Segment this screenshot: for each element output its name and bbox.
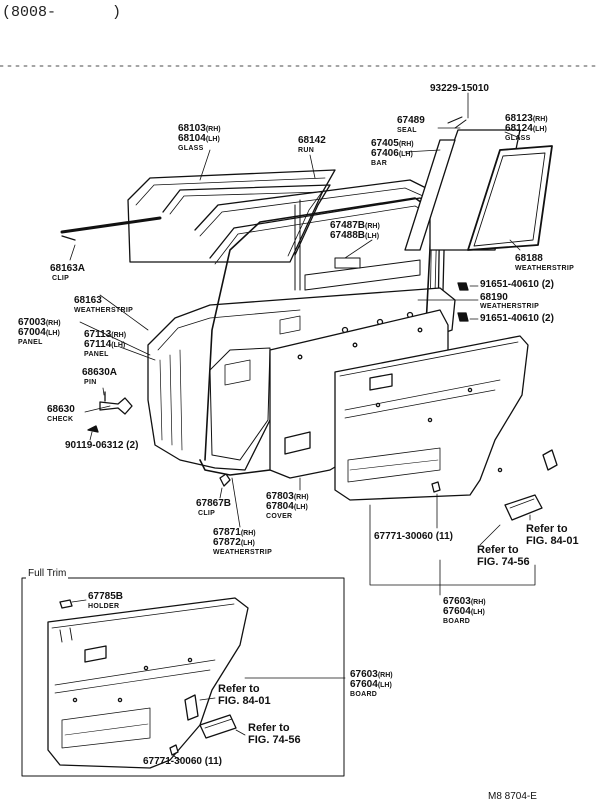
label-68124: 68124(LH) [505, 123, 547, 134]
label-68104-name: GLASS [178, 145, 204, 152]
full-trim-board-shape [47, 597, 249, 769]
label-68163A: 68163A [50, 263, 86, 274]
label-67804: 67804(LH) [266, 501, 308, 512]
leader-lines [69, 92, 536, 596]
label-90119: 90119-06312 (2) [65, 440, 139, 451]
trim-handle-bezel-shape [184, 694, 199, 721]
label-68190: 68190 [480, 292, 508, 303]
label-67113: 67113(RH) [84, 329, 127, 340]
division-bar-shape [404, 139, 456, 251]
label-67603: 67603(RH) [443, 596, 486, 607]
label-68630A-name: PIN [84, 379, 97, 386]
holder-shape [59, 599, 73, 609]
label-ref-74-56-a: Refer to [477, 544, 519, 556]
label-ref-84-01-b: Refer to [218, 683, 260, 695]
label-67487: 67487B(RH) [330, 220, 380, 231]
handle-bezel-shape [542, 449, 558, 471]
label-67406-name: BAR [371, 160, 388, 167]
label-67604-b: 67604(LH) [350, 679, 392, 690]
label-67771-b: 67771-30060 (11) [143, 756, 222, 767]
label-67867: 67867B [196, 498, 232, 509]
label-68123: 68123(RH) [505, 113, 548, 124]
label-ref-74-56-a-fig[interactable]: FIG. 74-56 [477, 556, 530, 568]
label-68163A-name: CLIP [52, 275, 70, 282]
clip-shape [219, 473, 231, 487]
label-68124-name: GLASS [505, 135, 531, 142]
label-91651-a: 91651-40610 (2) [480, 279, 554, 290]
footer-code: M8 8704-E [488, 791, 537, 802]
label-67803: 67803(RH) [266, 491, 309, 502]
label-ref-84-01-b-fig[interactable]: FIG. 84-01 [218, 695, 271, 707]
full-trim-title: Full Trim [26, 568, 69, 579]
label-67004-name: PANEL [18, 339, 43, 346]
label-91651-b: 91651-40610 (2) [480, 313, 554, 324]
label-67488: 67488B(LH) [330, 230, 380, 241]
label-67804-name: COVER [266, 513, 293, 520]
label-67872-name: WEATHERSTRIP [213, 549, 273, 556]
label-68630: 68630 [47, 404, 75, 415]
label-67871: 67871(RH) [213, 527, 256, 538]
full-trim-box [21, 577, 345, 777]
label-68142: 68142 [298, 135, 326, 146]
label-67489: 67489 [397, 115, 425, 126]
label-ref-84-01-a: Refer to [526, 523, 568, 535]
ashtray-shape [504, 494, 543, 521]
bolt-shape [87, 425, 99, 433]
label-68630-name: CHECK [47, 416, 74, 423]
label-67114: 67114(LH) [84, 339, 126, 350]
label-67489-name: SEAL [397, 127, 417, 134]
catalog-code-open: (8008- [2, 4, 57, 21]
label-67406: 67406(LH) [371, 148, 413, 159]
label-68163: 68163 [74, 295, 102, 306]
label-67872: 67872(LH) [213, 537, 255, 548]
label-67604: 67604(LH) [443, 606, 485, 617]
quarter-glass-shape [429, 129, 553, 251]
label-67785: 67785B [88, 591, 124, 602]
outer-weatherstrip-strip [60, 216, 162, 234]
label-68188-name: WEATHERSTRIP [515, 265, 575, 272]
label-67771-a: 67771-30060 (11) [374, 531, 453, 542]
door-trim-board-shape [334, 335, 529, 501]
label-67604-b-name: BOARD [350, 691, 378, 698]
label-68188: 68188 [515, 253, 543, 264]
label-93229: 93229-15010 [430, 83, 489, 94]
label-68630A: 68630A [82, 367, 118, 378]
label-67785-name: HOLDER [88, 603, 120, 610]
trim-ashtray-shape [199, 714, 237, 739]
label-67405: 67405(RH) [371, 138, 414, 149]
label-67604-name: BOARD [443, 618, 471, 625]
label-68103: 68103(RH) [178, 123, 221, 134]
label-67603-b: 67603(RH) [350, 669, 393, 680]
catalog-code-close: ) [112, 4, 122, 21]
label-68163-name: WEATHERSTRIP [74, 307, 134, 314]
label-67114-name: PANEL [84, 351, 109, 358]
label-68104: 68104(LH) [178, 133, 220, 144]
label-68142-name: RUN [298, 147, 315, 154]
label-67004: 67004(LH) [18, 327, 60, 338]
label-68190-name: WEATHERSTRIP [480, 303, 540, 310]
label-67867-name: CLIP [198, 510, 216, 517]
door-check-shape [99, 391, 133, 415]
label-ref-74-56-b: Refer to [248, 722, 290, 734]
label-ref-74-56-b-fig[interactable]: FIG. 74-56 [248, 734, 301, 746]
label-67003: 67003(RH) [18, 317, 61, 328]
label-ref-84-01-a-fig[interactable]: FIG. 84-01 [526, 535, 579, 547]
